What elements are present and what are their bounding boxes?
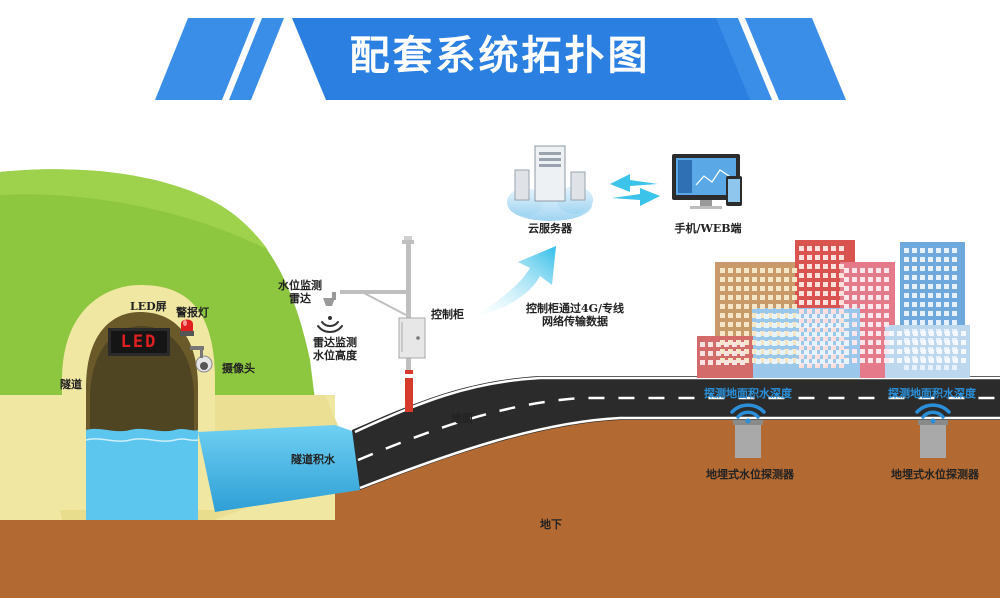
- water-level-radar-line-2: 雷达: [289, 292, 311, 305]
- tunnel-water-label: 隧道积水: [291, 453, 335, 466]
- tunnel-water: [85, 425, 360, 520]
- client-label: 手机/WEB端: [674, 222, 742, 235]
- tunnel-label: 隧道: [60, 378, 82, 391]
- detect-depth-label-1: 探测地面积水深度: [704, 387, 792, 400]
- control-cabinet-label: 控制柜: [431, 308, 464, 321]
- alarm-light-icon: [180, 319, 194, 336]
- alarm-light-label: 警报灯: [176, 306, 209, 319]
- title-banner: [155, 18, 846, 100]
- wifi-signal-icon: [730, 403, 951, 424]
- led-screen: [108, 328, 170, 356]
- sensor-label-2: 地埋式水位探测器: [891, 468, 979, 481]
- radar-monitor-line-1: 雷达监测: [313, 336, 357, 349]
- cloud-server-icon: [507, 145, 593, 221]
- led-screen-text: LED: [120, 332, 158, 352]
- monitoring-pole: [323, 236, 426, 412]
- ground-label: 地面: [451, 412, 473, 425]
- detect-depth-label-2: 探测地面积水深度: [888, 387, 976, 400]
- cloud-server-label: 云服务器: [528, 222, 572, 235]
- led-screen-label: LED屏: [130, 300, 167, 313]
- camera-label: 摄像头: [222, 362, 255, 375]
- road: [352, 376, 1000, 490]
- camera-icon: [190, 346, 213, 373]
- radar-monitor-line-2: 水位高度: [313, 349, 357, 362]
- sync-arrows-icon: [610, 174, 660, 206]
- transmission-note-line-1: 控制柜通过4G/专线: [525, 302, 625, 315]
- city-buildings: [697, 240, 970, 378]
- water-level-radar-line-1: 水位监测: [278, 279, 322, 292]
- client-devices-icon: [672, 154, 742, 209]
- radar-signal-icon: [317, 316, 343, 333]
- underground-label: 地下: [540, 518, 562, 531]
- transmission-arrow: [472, 246, 556, 318]
- page-title: 配套系统拓扑图: [349, 33, 651, 79]
- sensor-label-1: 地埋式水位探测器: [706, 468, 794, 481]
- transmission-note-line-2: 网络传输数据: [542, 315, 608, 328]
